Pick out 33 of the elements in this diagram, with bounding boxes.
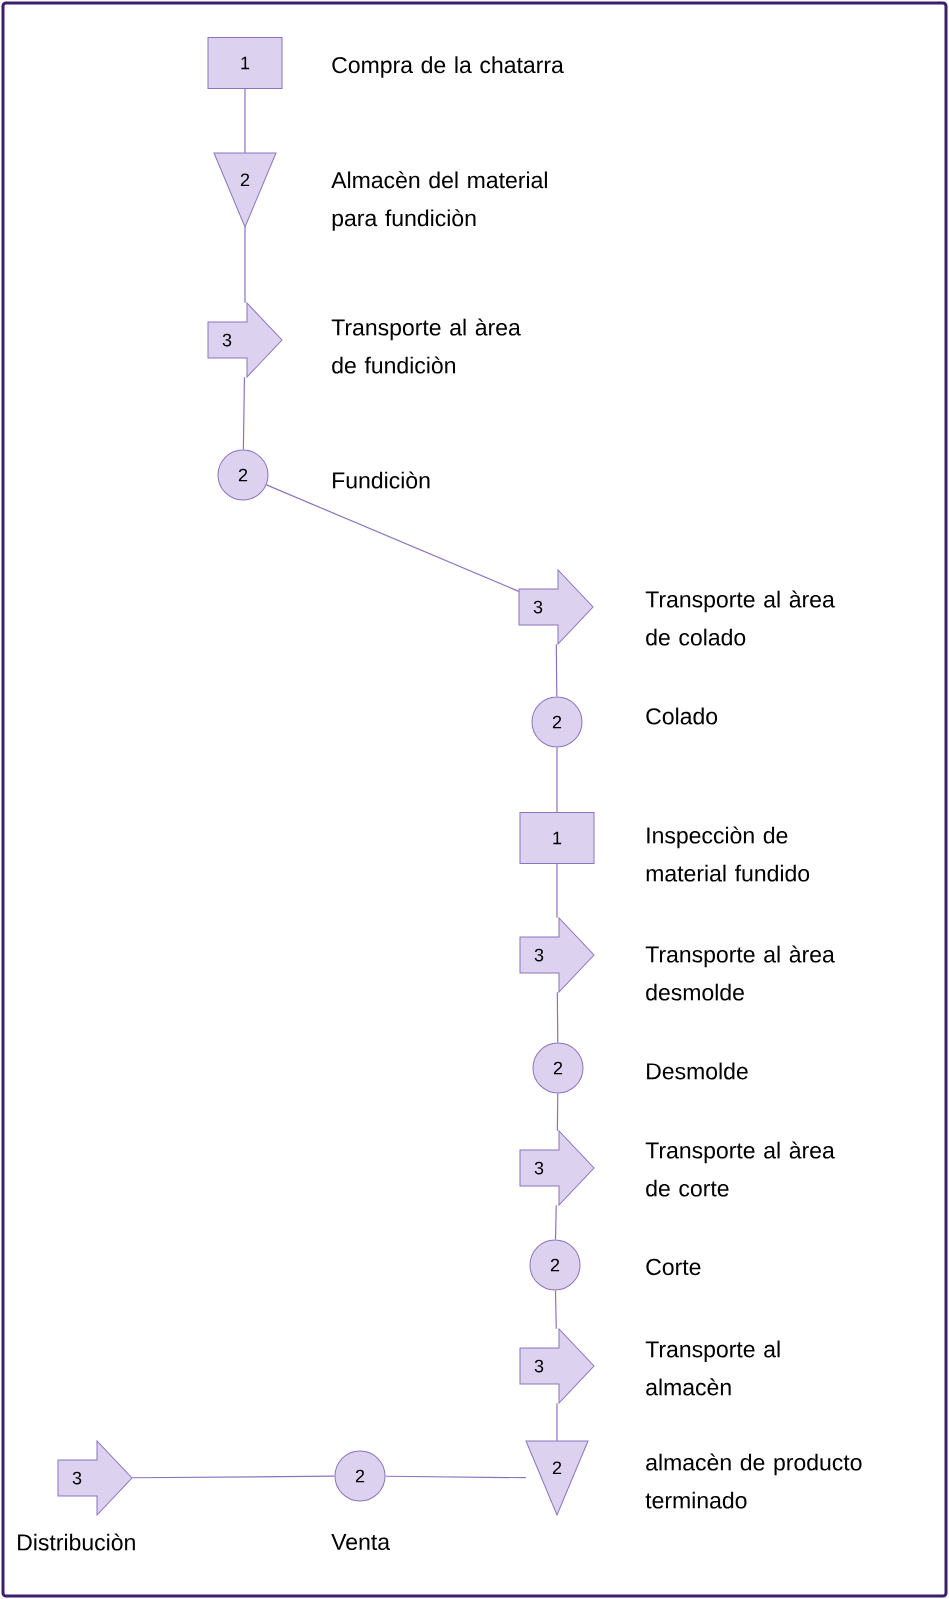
step-label: Colado	[646, 707, 718, 725]
connector-line	[556, 1402, 558, 1442]
connector-line	[556, 991, 559, 1044]
connector-line	[556, 863, 558, 919]
step-label: Transporte al àrea de fundiciòn	[331, 318, 521, 374]
step-label: Compra de la chatarra	[332, 56, 564, 78]
connector-line	[242, 376, 246, 451]
connector-line	[554, 1289, 557, 1330]
inspection-box: 1	[519, 812, 595, 864]
storage-triangle: 2	[213, 152, 277, 228]
step-label: Transporte al almacèn	[645, 1340, 780, 1396]
connector-line	[244, 226, 246, 304]
step-label: almacèn de producto terminado	[645, 1453, 862, 1509]
connector-line	[555, 643, 558, 698]
step-label: Transporte al àrea de corte	[645, 1141, 835, 1197]
connector-line	[131, 1475, 336, 1479]
step-label: Transporte al àrea de colado	[645, 590, 835, 646]
step-label: Fundiciòn	[333, 471, 430, 489]
step-label: Distribuciòn	[18, 1533, 135, 1551]
step-label: Inspecciòn de material fundido	[646, 826, 810, 882]
connector-line	[384, 1475, 527, 1479]
step-label: Transporte al àrea desmolde	[645, 945, 835, 1001]
storage-triangle: 2	[525, 1440, 589, 1516]
connector-line	[556, 746, 558, 813]
connector-line	[265, 484, 520, 592]
connector-line	[554, 1204, 557, 1241]
step-label: Corte	[646, 1258, 701, 1276]
inspection-box: 1	[207, 37, 283, 89]
step-label: Venta	[331, 1534, 391, 1551]
connector-line	[244, 88, 246, 154]
step-label: Almacèn del material para fundiciòn	[331, 171, 547, 231]
connector-line	[556, 1092, 559, 1132]
step-label: Desmolde	[647, 1062, 748, 1080]
